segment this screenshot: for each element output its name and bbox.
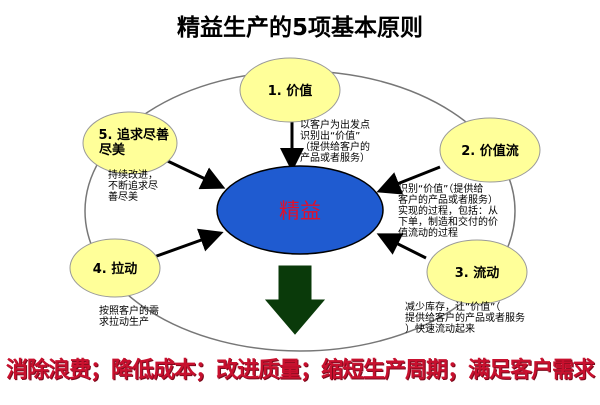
arrow-value-stream-to-center: [376, 165, 441, 195]
node-perfection-label: 5. 追求尽善 尽美: [98, 127, 173, 158]
node-flow: [426, 239, 528, 305]
note-value-stream: 识别“价值”（提供给 客户的产品或者服务） 实现的过程，包括：从 下单，制造和交…: [398, 184, 498, 239]
node-value: [239, 57, 341, 123]
arrow-pull-to-center: [153, 228, 224, 259]
note-flow: 减少库存，让“价值”（ 提供给客户的产品或者服务 ）快速流动起来: [405, 302, 525, 335]
node-value-stream: [439, 117, 541, 183]
node-pull-label: 4. 拉动: [93, 261, 138, 277]
node-value-stream-label: 2. 价值流: [461, 143, 519, 159]
center-label: 精益: [279, 199, 321, 223]
arrow-flow-to-center: [376, 233, 427, 260]
goals-banner: 消除浪费；降低成本；改进质量；缩短生产周期；满足客户需求: [5, 357, 595, 383]
note-pull: 按照客户的需 求拉动生产: [99, 306, 159, 328]
down-arrow: [264, 265, 326, 335]
center-ellipse: [216, 165, 384, 255]
node-value-label: 1. 价值: [268, 83, 313, 99]
note-value: 以客户为出发点 识别出“价值” （提供给客户的 产品或者服务）: [300, 120, 370, 164]
page-title: 精益生产的5项基本原则: [176, 15, 423, 41]
note-perfection: 持续改进， 不断追求尽 善尽美: [108, 170, 158, 203]
node-perfection: [82, 111, 178, 175]
node-flow-label: 3. 流动: [455, 265, 500, 281]
node-pull: [69, 238, 161, 298]
